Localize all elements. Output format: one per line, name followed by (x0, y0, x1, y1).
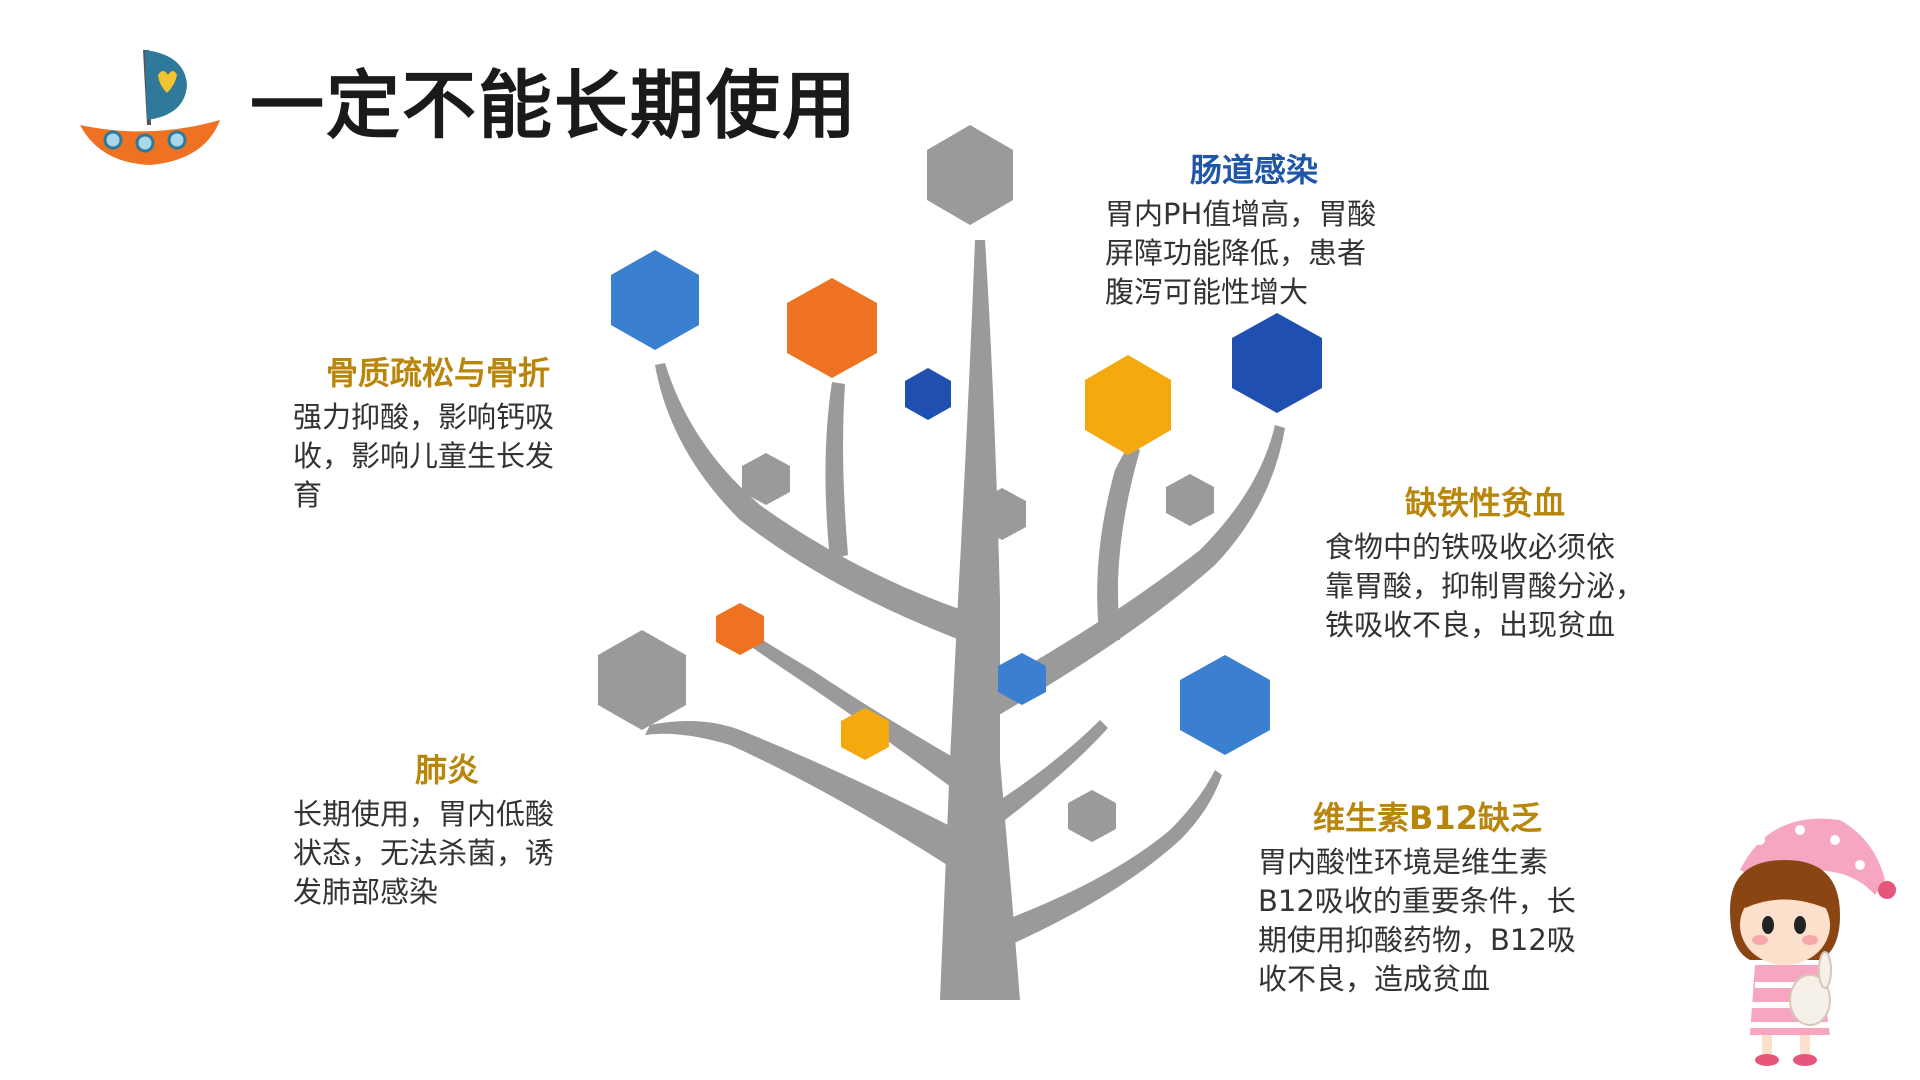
hexagon-blue-right-lower (1180, 655, 1270, 755)
hexagon-blue-left (611, 250, 699, 350)
item-heading: 缺铁性贫血 (1405, 484, 1566, 522)
hexagon-yellow-small (841, 708, 889, 760)
item-iron-deficiency-anemia: 缺铁性贫血 食物中的铁吸收必须依 靠胃酸，抑制胃酸分泌， 铁吸收不良，出现贫血 (1325, 478, 1644, 645)
hexagon-gray-bottom-right (1068, 790, 1116, 842)
item-description: 胃内酸性环境是维生素 B12吸收的重要条件，长 期使用抑酸药物，B12吸 收不良… (1258, 845, 1576, 996)
hexagon-gray-right-mid (1166, 474, 1214, 526)
hexagon-gray-left-mid (742, 453, 790, 505)
cartoon-girl-icon (1730, 818, 1896, 1066)
boat-logo-icon (80, 50, 220, 165)
item-osteoporosis: 骨质疏松与骨折 强力抑酸，影响钙吸 收，影响儿童生长发 育 (293, 348, 554, 515)
item-description: 胃内PH值增高，胃酸 屏障功能降低，患者 腹泻可能性增大 (1105, 197, 1377, 309)
page-title: 一定不能长期使用 (250, 63, 858, 149)
item-description: 食物中的铁吸收必须依 靠胃酸，抑制胃酸分泌， 铁吸收不良，出现贫血 (1325, 530, 1645, 642)
item-heading: 肠道感染 (1190, 151, 1319, 189)
hexagon-yellow-right (1085, 355, 1171, 455)
hexagon-gray-center (978, 488, 1026, 540)
item-heading: 骨质疏松与骨折 (326, 354, 551, 392)
tree-trunk (645, 240, 1285, 1000)
item-description: 长期使用，胃内低酸 状态，无法杀菌，诱 发肺部感染 (293, 797, 555, 909)
item-vitamin-b12: 维生素B12缺乏 胃内酸性环境是维生素 B12吸收的重要条件，长 期使用抑酸药物… (1258, 793, 1576, 999)
item-heading: 肺炎 (415, 751, 480, 789)
hexagon-darkblue-right (1232, 313, 1322, 413)
hexagon-orange-left (787, 278, 877, 378)
hexagon-gray-left-big (598, 630, 686, 730)
hexagon-blue-center-small (998, 653, 1046, 705)
hexagon-gray-top (927, 125, 1013, 225)
item-pneumonia: 肺炎 长期使用，胃内低酸 状态，无法杀菌，诱 发肺部感染 (293, 745, 554, 912)
item-heading: 维生素B12缺乏 (1313, 799, 1542, 837)
hexagon-orange-small (716, 603, 764, 655)
hexagon-darkblue-small (905, 368, 951, 420)
item-description: 强力抑酸，影响钙吸 收，影响儿童生长发 育 (293, 400, 555, 512)
item-intestinal: 肠道感染 胃内PH值增高，胃酸 屏障功能降低，患者 腹泻可能性增大 (1105, 145, 1376, 312)
